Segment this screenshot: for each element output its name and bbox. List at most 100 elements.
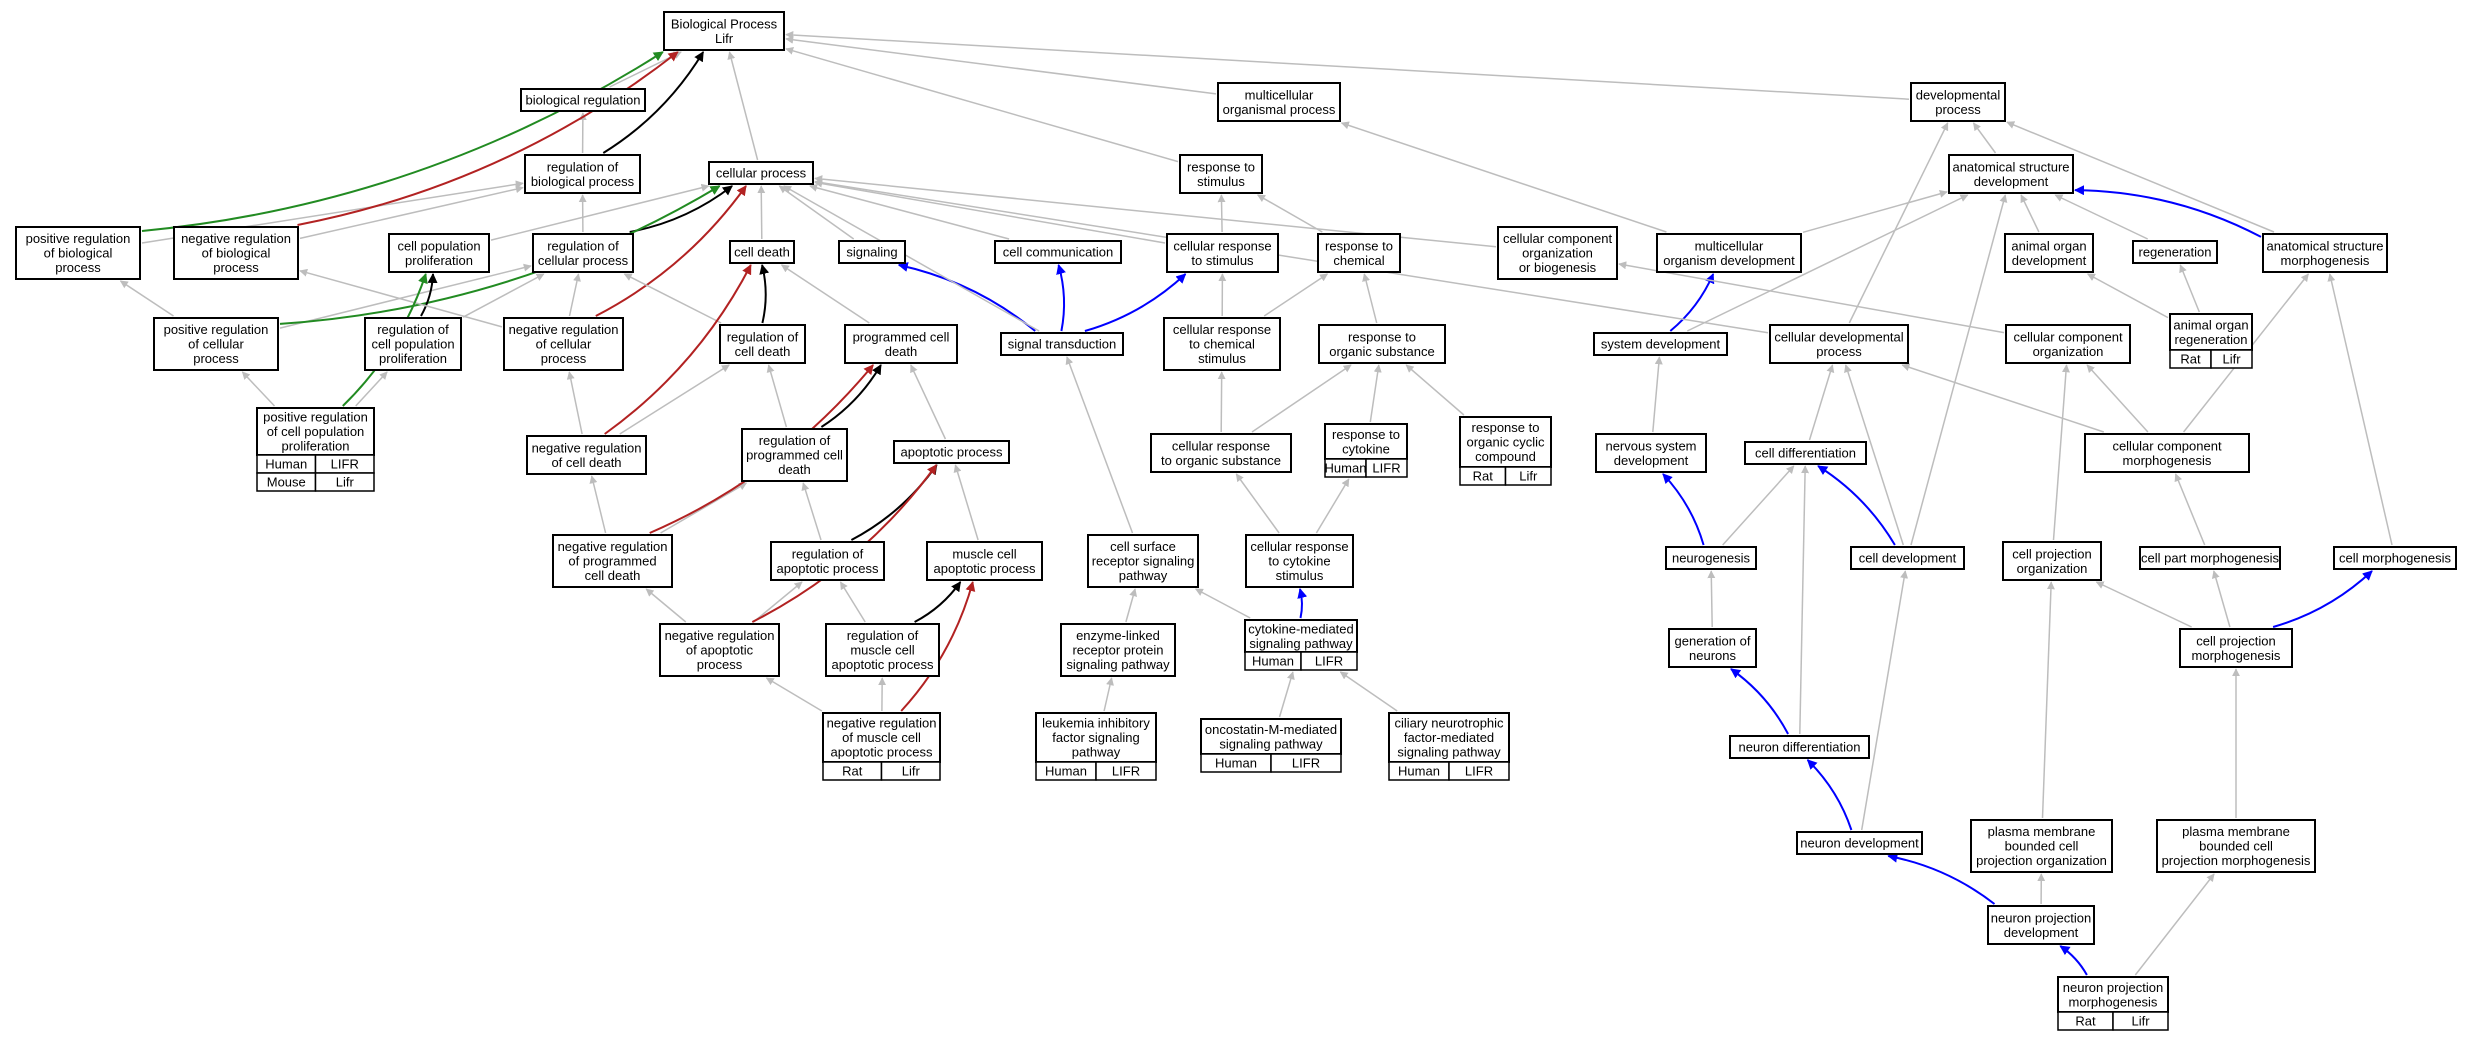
node-cell-communication[interactable]: cell communication [994, 240, 1122, 264]
node-cell-morphogenesis[interactable]: cell morphogenesis [2333, 546, 2457, 570]
node-box [256, 407, 375, 456]
node-box [520, 88, 646, 112]
node-system-development[interactable]: system development [1593, 332, 1728, 356]
node-box [1388, 712, 1510, 763]
edge-neuron-projection-morphogenesis-to-neuron-projection-development [2059, 945, 2088, 976]
node-label-line: neuron projection [1991, 910, 2091, 925]
node-box [893, 440, 1010, 464]
edge-neurogenesis-to-cell-differentiation [1722, 465, 1795, 546]
node-regeneration[interactable]: regeneration [2132, 240, 2218, 264]
edge-cellular-response-to-organic-substance-to-response-to-organic-substance [1251, 364, 1352, 433]
node-label-line: organization [2033, 344, 2104, 359]
edge-negative-regulation-of-cell-death-to-negative-regulation-of-cellular-process [566, 371, 583, 435]
node-box [1087, 534, 1199, 588]
edge-signal-transduction-to-cellular-process [783, 185, 1040, 332]
node-signal-transduction[interactable]: signal transduction [1000, 332, 1124, 356]
edge-negative-regulation-of-cell-death-to-cell-death [604, 264, 752, 435]
node-label-line: signal transduction [1008, 337, 1116, 352]
node-label-line: anatomical structure [1952, 159, 2069, 174]
edge-negative-regulation-of-apoptotic-process-to-regulation-of-apoptotic-process [753, 581, 803, 623]
node-neurogenesis[interactable]: neurogenesis [1665, 546, 1757, 570]
node-label-line: death [778, 462, 811, 477]
node-cellular-process[interactable]: cellular process [708, 161, 814, 185]
node-ciliary-neurotrophic-factor-mediated-signaling-pathway[interactable]: ciliary neurotrophicfactor-mediatedsigna… [1388, 712, 1510, 781]
node-box [552, 534, 673, 588]
node-label-line: morphogenesis [2069, 994, 2158, 1009]
node-label-line: cellular component [2112, 438, 2222, 453]
node-apoptotic-process[interactable]: apoptotic process [893, 440, 1010, 464]
node-cell-part-morphogenesis[interactable]: cell part morphogenesis [2139, 546, 2281, 570]
node-label-line: neuron projection [2063, 980, 2163, 995]
edge-cellular-response-to-stimulus-to-response-to-stimulus [1217, 194, 1226, 233]
node-cell-development[interactable]: cell development [1850, 546, 1965, 570]
node-neuron-development[interactable]: neuron development [1796, 831, 1923, 855]
node-biological-regulation[interactable]: biological regulation [520, 88, 646, 112]
edge-negative-regulation-of-biological-process-to-root [297, 51, 679, 226]
node-cell-differentiation[interactable]: cell differentiation [1744, 441, 1867, 465]
node-signaling[interactable]: signaling [838, 240, 906, 264]
node-label-line: cellular response [1173, 322, 1271, 337]
node-cell-death[interactable]: cell death [729, 240, 795, 264]
edge-regulation-of-programmed-cell-death-to-regulation-of-cell-death [766, 364, 788, 428]
node-box [1000, 332, 1124, 356]
node-label-line: cellular developmental [1774, 329, 1903, 344]
node-neuron-differentiation[interactable]: neuron differentiation [1729, 735, 1870, 759]
